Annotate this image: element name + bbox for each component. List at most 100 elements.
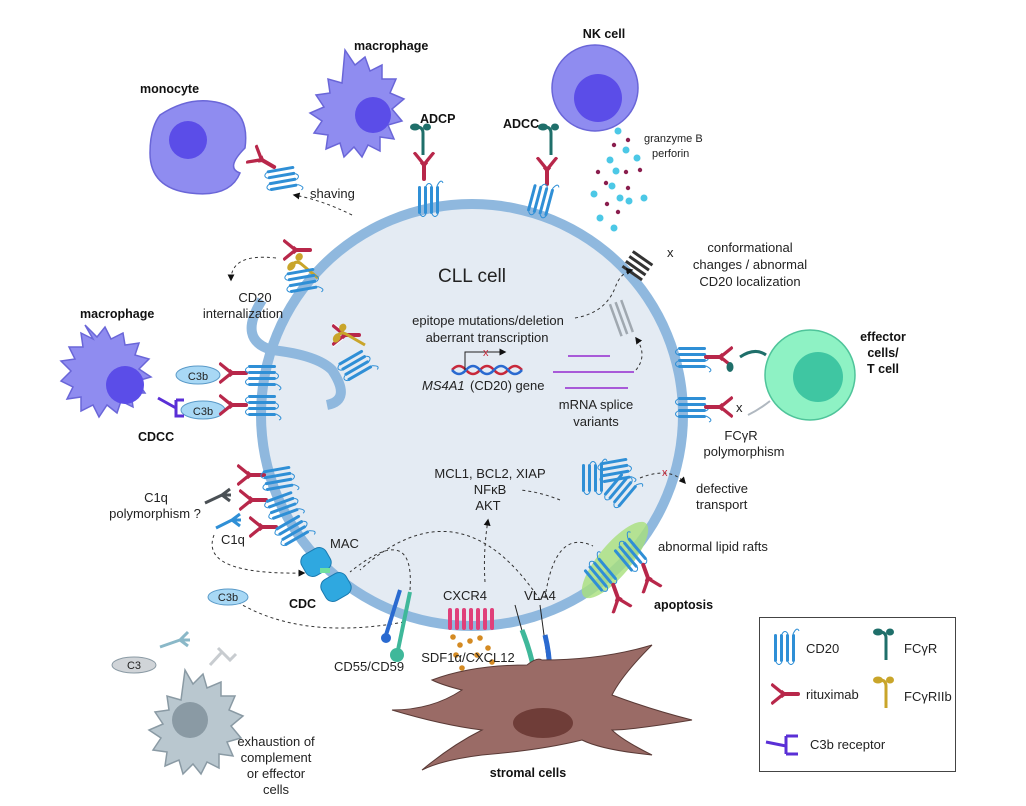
macrophage-left-label: macrophage	[80, 307, 154, 321]
shaving-label: shaving	[310, 186, 355, 201]
effector-label-1: effector	[860, 330, 906, 344]
granule	[606, 156, 614, 164]
sdf1-label: SDF1α/CXCL12	[421, 650, 515, 665]
exhaustion-label-2: complement	[241, 750, 312, 765]
granule	[614, 127, 622, 135]
granule	[590, 190, 598, 198]
survival-label-3: AKT	[475, 498, 500, 513]
cxcr4-receptor	[448, 608, 494, 630]
svg-text:C3b: C3b	[188, 371, 208, 383]
mrna-label-1: mRNA splice	[559, 397, 633, 412]
c1q-label: C1q	[221, 532, 245, 547]
nk-cell: NK cell	[551, 27, 639, 132]
cd20-icon	[773, 628, 800, 665]
c1q-polymorphism-label-1: C1q	[144, 490, 168, 505]
cd55-cd59-label: CD55/CD59	[334, 659, 404, 674]
macrophage-top-label: macrophage	[354, 39, 428, 53]
sdf1-dot	[459, 665, 465, 671]
cdcc-label: CDCC	[138, 430, 174, 444]
c3b-receptor-icon	[765, 734, 798, 756]
inhibit-nfkb-path	[519, 489, 561, 501]
effector-t-cell	[764, 329, 856, 421]
defective-label-2: transport	[696, 497, 748, 512]
monocyte-label: monocyte	[140, 82, 199, 96]
epitope-label-2: aberrant transcription	[426, 330, 549, 345]
c1q-polymorphism-label-2: polymorphism ?	[109, 506, 201, 521]
shaving-arrow	[292, 192, 353, 216]
svg-text:C3b: C3b	[218, 592, 238, 604]
conformational-label-1: conformational	[707, 240, 792, 255]
sdf1-dot	[477, 635, 483, 641]
mac-label: MAC	[330, 536, 359, 551]
cxcr4-label: CXCR4	[443, 588, 487, 603]
exhaustion-label-1: exhaustion of	[237, 734, 315, 749]
sdf1-dot	[450, 634, 456, 640]
defective-label-1: defective	[696, 481, 748, 496]
effector-label-2: cells/	[867, 346, 899, 360]
c3b-free: C3b	[207, 588, 249, 606]
granule	[625, 137, 631, 143]
c1q-variant-icon	[204, 487, 231, 505]
granule	[622, 146, 630, 154]
macrophage-left: macrophage	[59, 307, 154, 419]
granule	[612, 167, 620, 175]
survival-label-2: NFκB	[474, 482, 507, 497]
blocked-x-icon: x	[662, 467, 668, 479]
nk-cell-label: NK cell	[583, 27, 625, 41]
cll-cell: CLL cell	[246, 199, 688, 631]
c3b-bottom: C3b	[180, 400, 226, 420]
granule	[625, 185, 631, 191]
granule	[595, 169, 601, 175]
c3b-top: C3b	[175, 365, 221, 385]
exhaustion-label-4: cells	[263, 782, 290, 797]
sdf1-dot	[453, 652, 459, 658]
cd20-internalization-label-1: CD20	[238, 290, 271, 305]
effector-label-3: T cell	[867, 362, 899, 376]
granule	[615, 209, 621, 215]
c3-molecule: C3	[111, 656, 157, 674]
macrophage-top: macrophage	[308, 39, 428, 159]
dna-helix: x	[451, 347, 523, 376]
sdf1-dot	[457, 642, 463, 648]
cd20-internalization-label-2: internalization	[203, 306, 283, 321]
cxcr4-to-akt-arrow	[483, 518, 491, 583]
sdf1-dot	[489, 659, 495, 665]
gene-label: (CD20) gene	[470, 378, 544, 393]
cd55	[384, 589, 402, 636]
c1q-exhausted-icon	[159, 630, 190, 649]
block-x-icon: x	[483, 347, 489, 359]
splice-cd20-grey	[608, 299, 635, 337]
sdf1-dot	[474, 652, 480, 658]
legend: CD20 FCγR rituximab FCγRIIb C3b receptor	[759, 617, 956, 772]
stromal-cell	[391, 644, 693, 771]
abnormal-rafts-label: abnormal lipid rafts	[658, 539, 768, 554]
vla4-to-apoptosis-path	[544, 541, 594, 599]
exhausted-macrophage	[147, 646, 245, 776]
cd55-inhibit-c3b-path	[227, 595, 405, 629]
legend-item-c3b-receptor: C3b receptor	[764, 730, 885, 758]
legend-item-fcgr: FCγR	[872, 626, 937, 670]
adcc-label: ADCC	[503, 117, 539, 131]
granule	[625, 197, 633, 205]
granule	[603, 180, 609, 186]
rituximab-icon	[770, 680, 800, 708]
fcgr-polymorphism-label-2: polymorphism	[704, 444, 785, 459]
cell-cytoplasm	[266, 209, 678, 621]
fcgr-icon	[872, 627, 896, 662]
exhaustion-label-3: or effector	[247, 766, 306, 781]
granule	[604, 201, 610, 207]
granule	[608, 182, 616, 190]
x-mark-conformational: x	[667, 245, 674, 260]
granule	[640, 194, 648, 202]
granule	[596, 214, 604, 222]
sdf1-dot	[485, 645, 491, 651]
adcp-label: ADCP	[420, 112, 455, 126]
mrna-splice-variants	[553, 355, 634, 389]
mrna-label-2: variants	[573, 414, 619, 429]
c1q-icon	[215, 512, 241, 530]
svg-text:C3: C3	[127, 660, 141, 672]
internalization-invagination	[246, 297, 346, 410]
granule	[637, 167, 643, 173]
granzyme-label: granzyme B	[644, 133, 703, 145]
